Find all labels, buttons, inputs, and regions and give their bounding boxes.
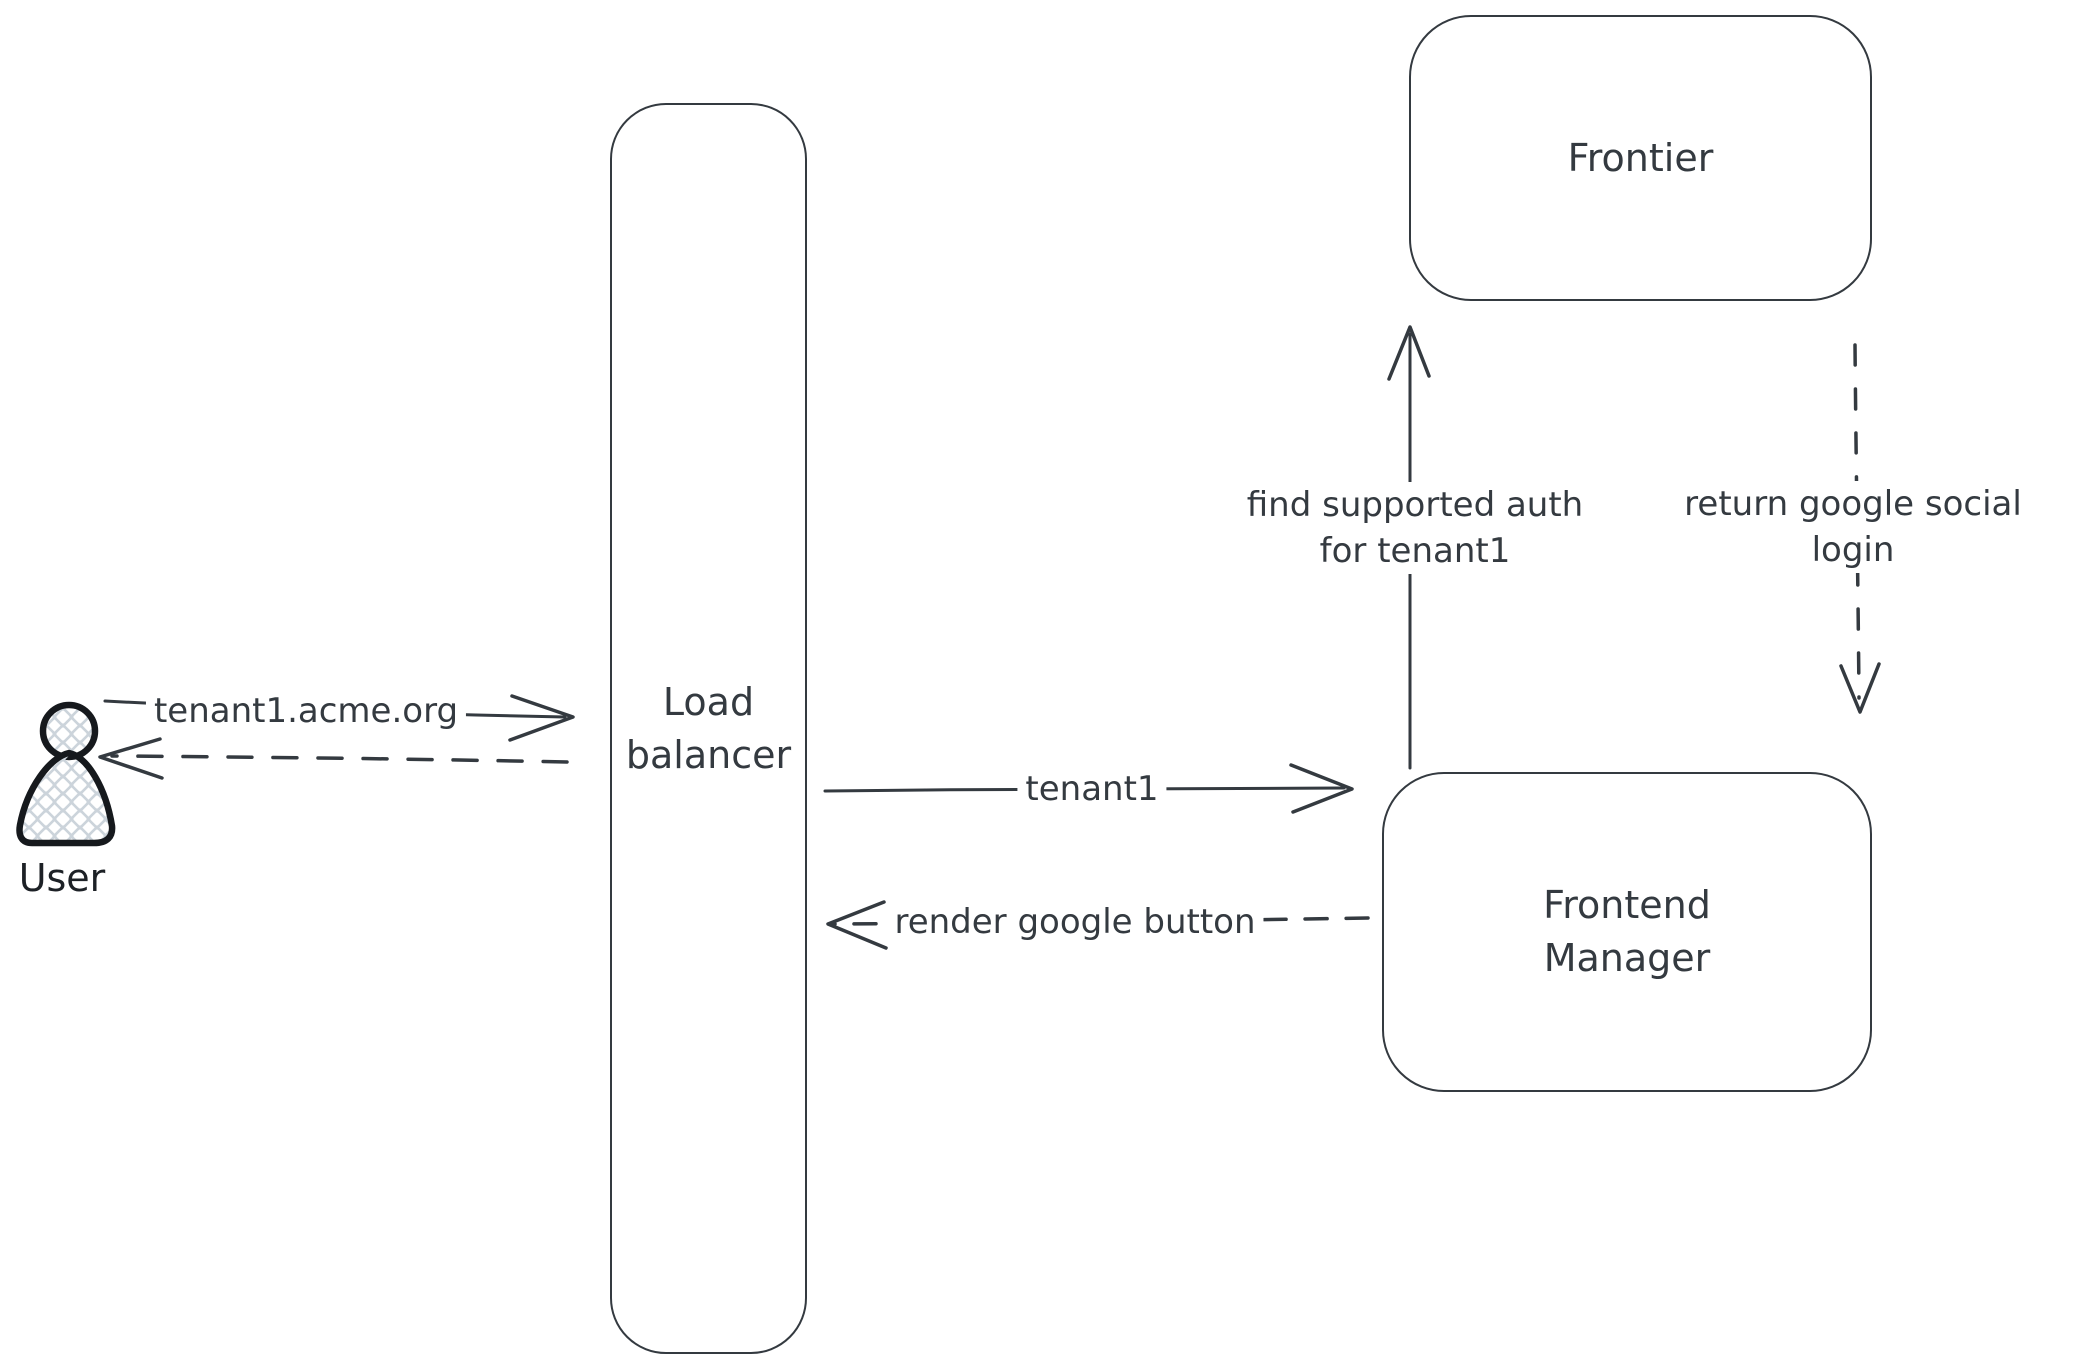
frontier-label: Frontier — [1567, 135, 1714, 180]
frontier-box: Frontier — [1409, 15, 1872, 301]
edge-label-return-google-social-login: return google social login — [1676, 481, 2030, 573]
load-balancer-label-line2: balancer — [625, 732, 792, 777]
edge-label-render-google-button: render google button — [886, 901, 1264, 943]
edge-label-find-supported-auth-line2: for tenant1 — [1311, 528, 1519, 574]
arrow-load-balancer-to-user — [98, 737, 569, 780]
load-balancer-box: Load balancer — [610, 103, 807, 1354]
edge-label-tenant1: tenant1 — [1017, 768, 1167, 810]
edge-label-return-google-social-login-line1: return google social — [1676, 481, 2030, 527]
user-icon — [16, 701, 116, 847]
edge-label-return-google-social-login-line2: login — [1803, 527, 1903, 573]
edge-label-find-supported-auth-line1: find supported auth — [1238, 482, 1592, 528]
edge-label-find-supported-auth: find supported auth for tenant1 — [1238, 482, 1592, 574]
edge-label-tenant1-acme-org: tenant1.acme.org — [145, 690, 467, 732]
frontend-manager-label-line2: Manager — [1543, 936, 1711, 980]
user-icon-head — [39, 701, 99, 761]
load-balancer-label-line1: Load — [662, 679, 755, 724]
frontend-manager-box: Frontend Manager — [1382, 772, 1872, 1092]
user-label: User — [18, 856, 106, 900]
user-icon-body — [16, 749, 116, 847]
frontend-manager-label-line1: Frontend — [1543, 883, 1711, 927]
